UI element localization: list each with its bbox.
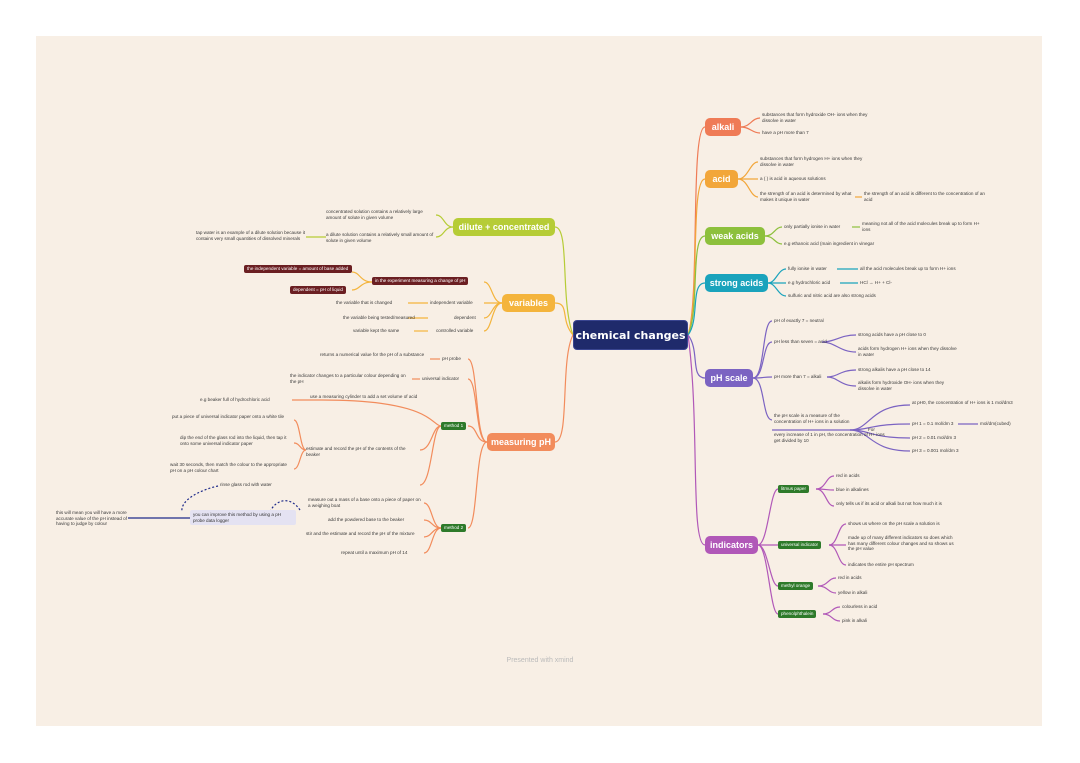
method2-step: stir and the estimate and record the pH … — [306, 531, 415, 536]
variables-desc: the variable that is changed — [336, 300, 393, 305]
method1-step: use a measuring cylinder to add a set vo… — [310, 394, 418, 399]
litmus-item: blue in alkalines — [836, 487, 869, 492]
ph-acid-sub: strong acids have a pH close to 0 — [858, 332, 926, 337]
topic-alkali[interactable]: alkali — [705, 118, 741, 136]
link-alkali — [687, 126, 706, 336]
link-strong — [687, 282, 706, 336]
universal-indicator-desc: the indicator changes to a particular co… — [290, 373, 406, 384]
indicator-universal[interactable]: universal indicator — [778, 541, 822, 549]
variables-exp-item[interactable]: the independent variable = amount of bas… — [244, 265, 352, 273]
litmus-item: only tells us if its acid or alkali but … — [836, 501, 942, 506]
variables-term: dependent — [454, 315, 476, 320]
improvement-reason: this will mean you will have a more accu… — [56, 510, 127, 527]
variables-exp-item[interactable]: dependent = pH of liquid — [290, 286, 346, 294]
weak-acids-sub: meaning not all of the acid molecules br… — [862, 221, 980, 232]
method1-step: wait 30 seconds, then match the colour t… — [170, 462, 287, 473]
acid-item: substances that form hydrogen H+ ions wh… — [760, 156, 863, 167]
link-indicators — [687, 334, 706, 546]
alkali-item: substances that form hydroxide OH- ions … — [762, 112, 868, 123]
topic-dilute-concentrated[interactable]: dilute + concentrated — [453, 218, 555, 236]
ph-for-item: at pH0, the concentration of H+ ions is … — [912, 400, 1013, 405]
phenol-item: colourless in acid — [842, 604, 878, 609]
ph-alkali-sub: strong alkalis have a pH close to 14 — [858, 367, 931, 372]
method1-step: put a piece of universal indicator paper… — [172, 414, 285, 419]
method1-estimate: estimate and record the pH of the conten… — [306, 446, 406, 457]
method2-step: repeat until a maximum pH of 14 — [341, 550, 408, 555]
dilute-item: concentrated solution contains a relativ… — [326, 209, 423, 220]
topic-variables[interactable]: variables — [502, 294, 555, 312]
dilute-sub: tap water is an example of a dilute solu… — [196, 230, 306, 241]
method-1[interactable]: method 1 — [441, 422, 467, 430]
method2-step: add the powdered base to the beaker — [328, 517, 405, 522]
variables-experiment[interactable]: in the experiment measuring a change of … — [372, 277, 469, 285]
strong-acids-sub: HCl → H+ + Cl- — [860, 280, 892, 285]
ph-acid-sub: acids form hydrogen H+ ions when they di… — [858, 346, 957, 357]
universal-item: made up of many different indicators so … — [848, 535, 954, 552]
ph-alkali-sub: alkalis form hydroxide OH- ions when the… — [858, 380, 945, 391]
link-ph — [687, 334, 706, 379]
phenol-item: pink in alkali — [842, 618, 868, 623]
litmus-item: red in acids — [836, 473, 860, 478]
mindmap-canvas — [36, 36, 1042, 726]
acid-item: a ( ) is acid in aqueous solutions — [760, 176, 826, 181]
topic-ph-scale[interactable]: pH scale — [705, 369, 753, 387]
ph-item: pH of exactly 7 = neutral — [774, 318, 824, 323]
variables-desc: the variable being tested/measured — [343, 315, 415, 320]
acid-sub: the strength of an acid is different to … — [864, 191, 985, 202]
link-variables — [554, 302, 574, 336]
strong-acids-item: fully ionise in water — [788, 266, 827, 271]
improvement-note[interactable]: you can improve this method by using a p… — [190, 510, 296, 526]
topic-indicators[interactable]: indicators — [705, 536, 758, 554]
ph-item: pH more than 7 = alkali — [774, 374, 822, 379]
method1-step: rinse glass rod with water — [220, 482, 272, 487]
ph-note: mol/dm(cubed) — [980, 421, 1011, 426]
ph-item: pH less than seven = acid — [774, 339, 827, 344]
indicator-methyl[interactable]: methyl orange — [778, 582, 814, 590]
acid-item: the strength of an acid is determined by… — [760, 191, 852, 202]
variables-term: independent variable — [430, 300, 473, 305]
strong-acids-item: e.g hydrochloric acid — [788, 280, 831, 285]
strong-acids-item: sulfuric and nitric acid are also strong… — [788, 293, 876, 298]
universal-item: shows us where on the pH scale a solutio… — [848, 521, 940, 526]
topic-strong-acids[interactable]: strong acids — [705, 274, 768, 292]
strong-acids-sub: all the acid molecules break up to form … — [860, 266, 956, 271]
ph-conc-sub: every increase of 1 in pH, the concentra… — [774, 432, 885, 443]
footer-credit: Presented with xmind — [506, 657, 574, 664]
ph-for-item: pH 1 = 0.1 mol/dm 3 — [912, 421, 954, 426]
topic-weak-acids[interactable]: weak acids — [705, 227, 765, 245]
methyl-item: yellow in alkali — [838, 590, 868, 595]
method1-sub: e.g beaker full of hydrochloric acid — [200, 397, 270, 402]
method1-step: dip the end of the glass rod into the li… — [180, 435, 287, 446]
ph-probe-label: pH probe — [442, 356, 461, 361]
link-measuring — [554, 334, 574, 443]
topic-measuring-ph[interactable]: measuring pH — [487, 433, 555, 451]
weak-acids-item: only partially ionise in water — [784, 224, 841, 229]
variables-term: controlled variable — [436, 328, 474, 333]
dilute-item: a dilute solution contains a relatively … — [326, 232, 434, 243]
ph-for-item: pH 3 = 0.001 mol/dm 3 — [912, 448, 959, 453]
indicator-litmus[interactable]: litmus paper — [778, 485, 810, 493]
ph-probe-desc: returns a numerical value for the pH of … — [320, 352, 425, 357]
ph-for-label: For — [868, 427, 875, 432]
topic-acid[interactable]: acid — [705, 170, 738, 188]
methyl-item: red in acids — [838, 575, 862, 580]
weak-acids-item: e.g ethanoic acid (main ingredient in vi… — [784, 241, 875, 246]
ph-for-item: pH 2 = 0.01 mol/dm 3 — [912, 435, 957, 440]
center-topic[interactable]: chemical changes — [573, 320, 688, 350]
link-acid — [687, 178, 706, 336]
ph-item: the pH scale is a measure of the concent… — [774, 413, 850, 424]
method2-step: measure out a mass of a base onto a piec… — [308, 497, 421, 508]
indicator-phenol[interactable]: phenolphthalein — [778, 610, 817, 618]
alkali-item: have a pH more than 7 — [762, 130, 809, 135]
universal-item: indicates the entire pH spectrum — [848, 562, 914, 567]
variables-desc: variable kept the same — [353, 328, 400, 333]
link-weak — [687, 235, 706, 336]
universal-indicator-label: universal indicator — [422, 376, 460, 381]
method-2[interactable]: method 2 — [441, 524, 467, 532]
link-dilute — [554, 226, 574, 336]
